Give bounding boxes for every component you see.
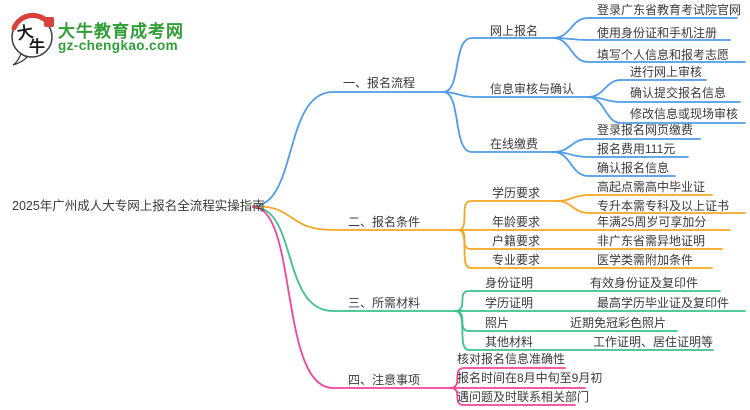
- leaf-3-4-1: 工作证明、居住证明等: [593, 335, 714, 349]
- branch-3-lines: [252, 206, 746, 351]
- subnode-1-3: 在线缴费: [490, 137, 539, 151]
- branch-label-3: 三、所需材料: [348, 296, 421, 310]
- brand-domain: gz-chengkao.com: [58, 38, 179, 53]
- subnode-1-2: 信息审核与确认: [490, 82, 575, 96]
- leaf-1-3-2: 报名费用111元: [597, 142, 676, 156]
- leaf-1-1-3: 填写个人信息和报考志愿: [597, 48, 730, 62]
- subnode-2-4: 专业要求: [492, 253, 541, 267]
- branch-4-lines: [252, 206, 586, 406]
- leaf-2-2-1: 年满25周岁可享加分: [597, 215, 707, 229]
- subnode-3-4: 其他材料: [485, 335, 534, 349]
- leaf-1-1-2: 使用身份证和手机注册: [597, 26, 718, 40]
- leaf-2-4-1: 医学类需附加条件: [597, 253, 694, 267]
- subnode-3-1: 身份证明: [485, 276, 534, 290]
- leaf-3-3-1: 近期免冠彩色照片: [570, 316, 667, 330]
- leaf-1-1-1: 登录广东省教育考试院官网: [597, 3, 742, 17]
- leaf-1-2-3: 修改信息或现场审核: [630, 107, 739, 121]
- leaf-2-1-1: 高起点需高中毕业证: [597, 180, 706, 194]
- logo-mark-char-bottom: 牛: [29, 37, 45, 56]
- leaf-1-2-1: 进行网上审核: [630, 65, 703, 79]
- subnode-4-1: 核对报名信息准确性: [457, 352, 566, 366]
- leaf-3-2-1: 最高学历毕业证及复印件: [597, 296, 730, 310]
- site-logo: 大 牛 大牛教育成考网 gz-chengkao.com: [8, 12, 238, 66]
- branch-1-lines: [252, 17, 746, 207]
- subnode-3-2: 学历证明: [485, 296, 534, 310]
- subnode-2-1: 学历要求: [492, 186, 541, 200]
- leaf-3-1-1: 有效身份证及复印件: [590, 276, 699, 290]
- leaf-1-3-3: 确认报名信息: [597, 161, 670, 175]
- subnode-4-3: 遇问题及时联系相关部门: [457, 390, 590, 404]
- subnode-2-2: 年龄要求: [492, 215, 541, 229]
- branch-2-lines: [252, 194, 746, 269]
- subnode-2-3: 户籍要求: [492, 234, 541, 248]
- subnode-3-3: 照片: [485, 316, 510, 330]
- brand-name: 大牛教育成考网: [58, 22, 184, 41]
- leaf-1-2-2: 确认提交报名信息: [630, 86, 727, 100]
- branch-label-2: 二、报名条件: [348, 215, 421, 229]
- leaf-1-3-1: 登录报名网页缴费: [597, 123, 694, 137]
- logo-mark-char-top: 大: [16, 22, 35, 43]
- mindmap-root: 2025年广州成人大专网上报名全流程实操指南: [12, 199, 265, 213]
- subnode-4-2: 报名时间在8月中旬至9月初: [457, 371, 603, 385]
- subnode-1-1: 网上报名: [490, 24, 539, 38]
- branch-label-1: 一、报名流程: [343, 76, 416, 90]
- bull-speech-bubble-icon: 大 牛: [11, 12, 54, 66]
- branch-label-4: 四、注意事项: [348, 373, 421, 387]
- leaf-2-3-1: 非广东省需异地证明: [597, 234, 706, 248]
- leaf-2-1-2: 专升本需专科及以上证书: [597, 199, 730, 213]
